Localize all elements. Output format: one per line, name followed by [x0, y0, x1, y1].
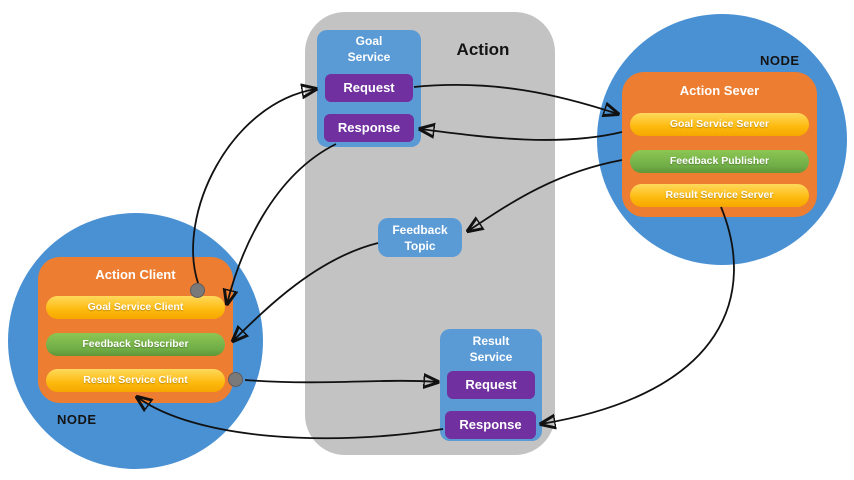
pill-result-service-client: Result Service Client — [46, 369, 225, 392]
pill-result-service-server: Result Service Server — [630, 184, 809, 207]
result-response-button: Response — [445, 411, 536, 439]
action-group-title: Action — [456, 40, 510, 59]
connector-dot-goal — [190, 283, 205, 298]
pill-feedback-publisher: Feedback Publisher — [630, 150, 809, 173]
pill-goal-service-server: Goal Service Server — [630, 113, 809, 136]
pill-goal-service-client: Goal Service Client — [46, 296, 225, 319]
pill-feedback-subscriber: Feedback Subscriber — [46, 333, 225, 356]
result-service-title: Result Service — [469, 334, 513, 365]
left-node-label: NODE — [57, 412, 97, 427]
feedback-topic-title: Feedback Topic — [392, 223, 448, 254]
goal-request-button: Request — [325, 74, 413, 102]
action-client-title: Action Client — [95, 267, 176, 282]
result-request-button: Request — [447, 371, 535, 399]
goal-response-button: Response — [324, 114, 414, 142]
right-node-label: NODE — [760, 53, 800, 68]
action-server-title: Action Sever — [679, 83, 760, 98]
goal-service-title: Goal Service — [347, 34, 391, 65]
connector-dot-result — [228, 372, 243, 387]
feedback-topic-box — [378, 218, 462, 257]
